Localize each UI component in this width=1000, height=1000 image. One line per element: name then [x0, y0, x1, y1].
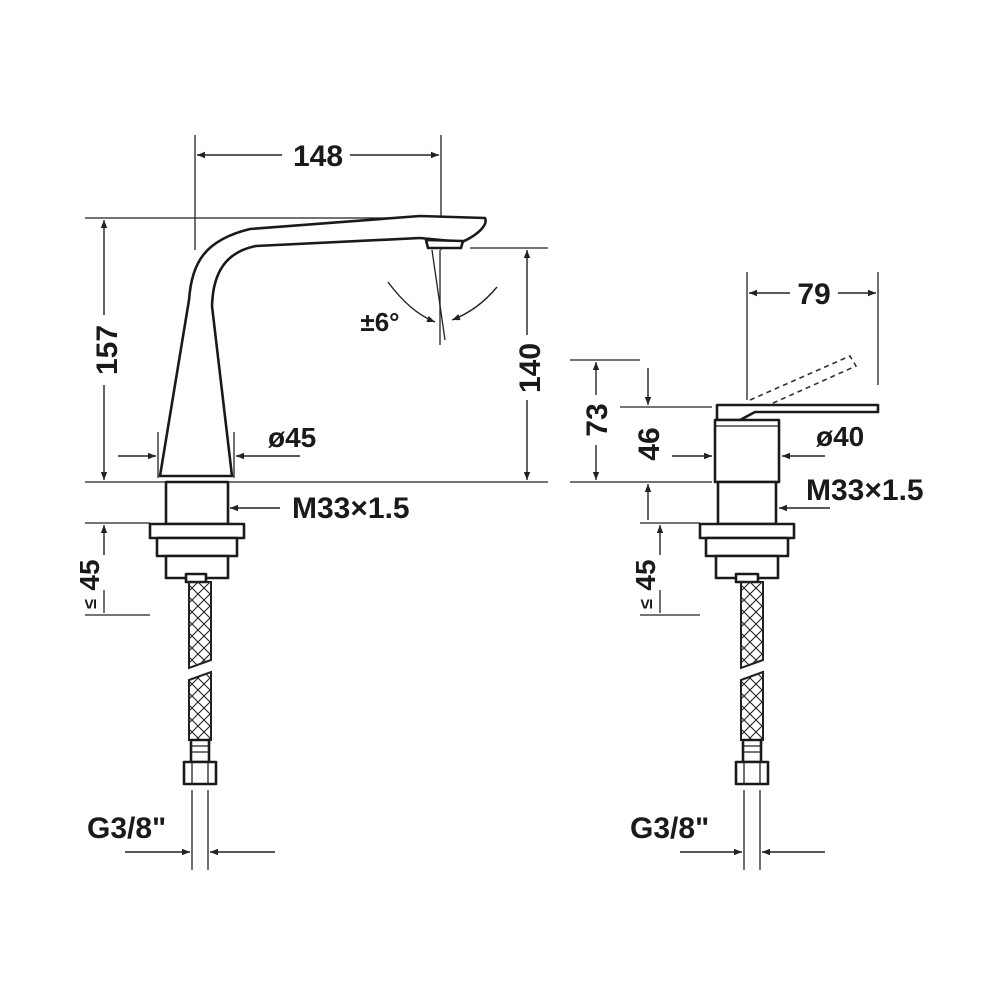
- outlet-height-dim-label: 140: [514, 343, 547, 393]
- connection-label: G3/8": [87, 812, 166, 845]
- mixer-deck-thickness-label: 45: [630, 559, 661, 590]
- spout-body: [158, 214, 487, 478]
- base-diameter-label: ø45: [268, 422, 316, 453]
- mixer-control-view: 79 73 46 ø40 M33×1.5 45 ≤: [570, 272, 924, 870]
- mounting-nut: [155, 536, 239, 558]
- mounting-thread: [164, 480, 230, 526]
- mixer-height-dim-label: 73: [581, 403, 614, 436]
- deck-thickness-symbol: ≤: [80, 599, 100, 609]
- mixer-body: [713, 418, 781, 484]
- lever-dim-label: 79: [797, 278, 830, 311]
- mounting-washer: [148, 522, 246, 540]
- mixer-lever: [715, 403, 880, 422]
- body-height-dim-label: 46: [633, 427, 666, 460]
- spout-faucet-view: 148 157 140 ±6° ø45 M33×1.5: [74, 135, 548, 870]
- mixer-deck-thickness-symbol: ≤: [636, 599, 656, 609]
- thread-label: M33×1.5: [292, 492, 410, 525]
- aerator: [424, 238, 465, 250]
- body-diameter-label: ø40: [816, 421, 864, 452]
- hose-connector: [182, 760, 218, 786]
- mixer-thread-label: M33×1.5: [806, 474, 924, 507]
- angle-dim-label: ±6°: [360, 307, 399, 337]
- mixer-connection-label: G3/8": [630, 812, 709, 845]
- supply-hose: [188, 581, 212, 670]
- height-dim-label: 157: [91, 325, 124, 375]
- width-dim-label: 148: [293, 140, 343, 173]
- mixer-supply-hose: [740, 581, 764, 670]
- mixer-mounting-thread: [716, 480, 778, 526]
- mixer-hose-connector: [734, 760, 770, 786]
- deck-thickness-label: 45: [74, 559, 105, 590]
- lever-raised-outline: [749, 354, 858, 409]
